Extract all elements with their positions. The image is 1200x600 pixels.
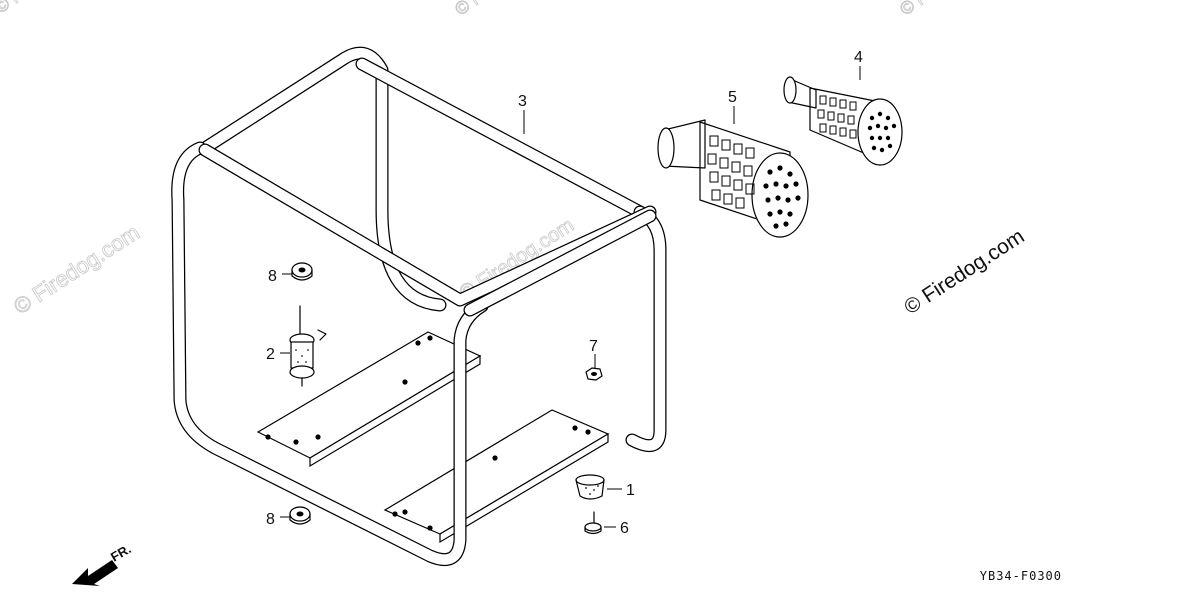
nut — [585, 367, 603, 381]
watermark-left: © Firedog.com — [9, 219, 144, 319]
strainer-large — [657, 119, 809, 238]
callout-8-lower: 8 — [266, 511, 275, 528]
watermark-top-right: © Firedog.com — [896, 0, 1006, 19]
callout-4: 4 — [854, 49, 863, 66]
watermarks: © Firedog.com © Firedog.com © Firedog.co… — [0, 0, 1007, 320]
callout-5: 5 — [728, 89, 737, 106]
watermark-top-center: © Firedog.com — [451, 0, 561, 19]
callout-3: 3 — [518, 93, 527, 110]
base-plate-rear — [256, 331, 482, 468]
flange-nut-upper — [291, 262, 313, 281]
callouts: 3 4 5 8 2 7 1 6 8 — [266, 49, 863, 537]
base-plate-front — [383, 409, 610, 544]
watermark-top-left: © Firedog.com — [0, 0, 101, 17]
callout-8-upper: 8 — [268, 268, 277, 285]
frame-back-loop — [198, 46, 447, 312]
diagram-code: YB34-F0300 — [980, 569, 1062, 583]
callout-1: 1 — [626, 482, 635, 499]
rubber-foot — [575, 474, 605, 500]
frame-front-loop — [171, 141, 667, 566]
front-arrow-icon — [72, 560, 118, 586]
callout-7: 7 — [589, 338, 598, 355]
frame-assembly — [171, 46, 667, 566]
front-direction-indicator: FR. — [72, 541, 134, 586]
strainer-small — [783, 76, 903, 166]
callout-2: 2 — [266, 346, 275, 363]
callout-6: 6 — [620, 520, 629, 537]
rubber-mount — [289, 305, 327, 387]
frame-top-rail — [355, 57, 647, 219]
copyright-mark: © Firedog.com — [900, 225, 1028, 319]
flange-nut-lower — [289, 506, 311, 525]
bolt — [584, 511, 602, 535]
